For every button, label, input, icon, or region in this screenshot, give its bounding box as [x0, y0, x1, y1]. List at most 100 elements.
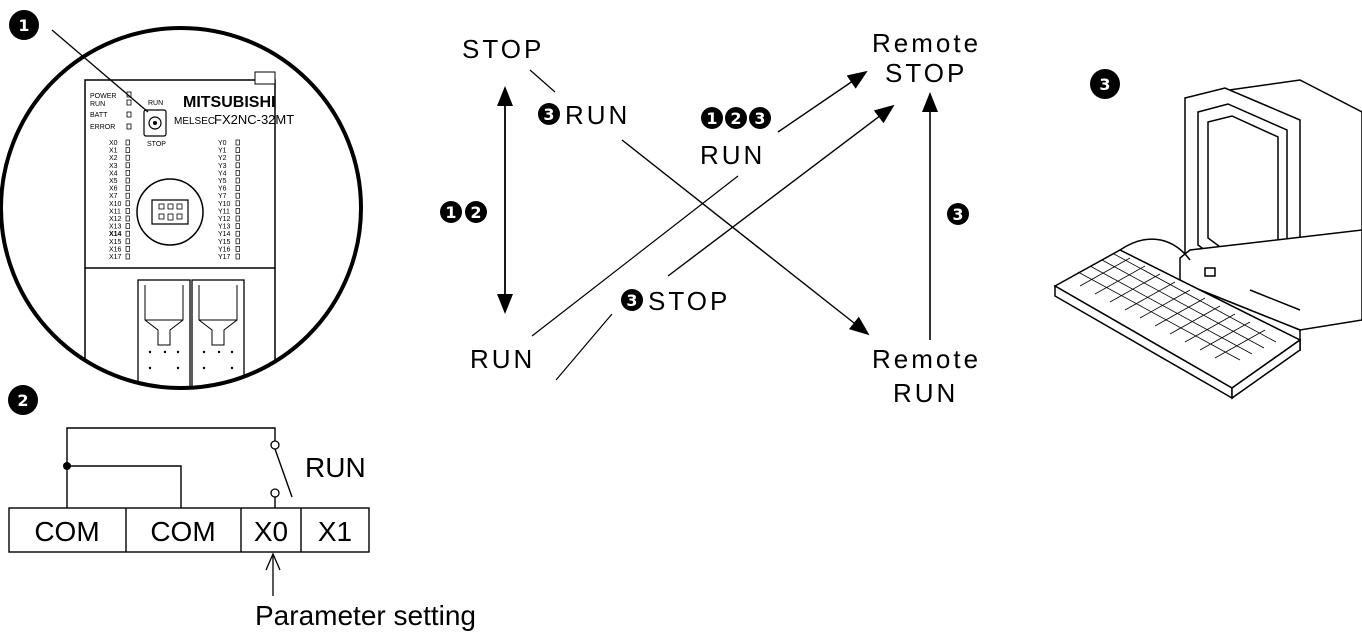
io-led	[125, 192, 130, 199]
io-led	[125, 147, 130, 153]
io-led	[235, 154, 240, 161]
state-remote-run-line1: Remote	[872, 344, 981, 374]
terminal-connectors	[137, 279, 245, 388]
io-led	[125, 170, 130, 176]
io-led-label: Y14	[218, 231, 231, 238]
io-led	[235, 177, 240, 184]
svg-text:3: 3	[754, 109, 765, 128]
io-led	[125, 162, 130, 169]
io-led	[125, 208, 130, 214]
io-led-label: X11	[109, 208, 121, 215]
arrow-run-remote-stop-lower	[667, 104, 895, 277]
io-led-label: X10	[109, 201, 122, 208]
io-led-label: Y15	[218, 239, 231, 246]
io-led-label: X5	[109, 178, 118, 185]
svg-text:1: 1	[18, 16, 29, 35]
io-led	[125, 177, 130, 184]
brand-logo-text: MITSUBISHI	[183, 94, 275, 111]
badge-3-run-label: 3	[538, 103, 560, 125]
arrow-stop-remote-run	[621, 139, 870, 336]
io-led-label: X7	[109, 193, 118, 200]
io-led-label: X12	[109, 216, 122, 223]
io-led	[125, 246, 130, 252]
run-stop-switch: RUN STOP	[143, 100, 167, 148]
wiring-diagram: RUN COM COM X0 X1 Parameter setting	[8, 427, 476, 631]
io-led-label: Y11	[218, 208, 230, 215]
io-led-label: Y7	[218, 193, 227, 200]
svg-text:3: 3	[1099, 75, 1110, 94]
io-led-label: Y6	[218, 186, 227, 193]
io-led-label: Y5	[218, 178, 227, 185]
io-led-label: Y17	[218, 254, 231, 261]
badge-3-computer: 3	[1090, 69, 1120, 99]
io-led	[235, 139, 240, 146]
io-led-label: X0	[109, 140, 118, 147]
badge-pair-1-2-vertical: 1 2	[440, 201, 487, 223]
io-led	[235, 170, 240, 176]
io-led-label: Y10	[218, 201, 231, 208]
computer-icon	[1053, 79, 1362, 400]
label-three-run: RUN	[565, 100, 630, 130]
io-led	[125, 215, 130, 222]
model-label: FX2NC-32MT	[214, 112, 294, 127]
label-one-two-three-run: RUN	[700, 140, 765, 170]
io-led	[125, 139, 130, 146]
io-led	[235, 246, 240, 252]
status-led-list: POWER RUN BATT ERROR	[90, 91, 132, 131]
io-led	[125, 230, 130, 237]
io-led	[235, 215, 240, 222]
io-led-label: X13	[109, 224, 122, 231]
io-led-label: X2	[109, 155, 118, 162]
io-led-label: X4	[109, 170, 118, 177]
state-run: RUN	[470, 344, 535, 374]
switch-run-label: RUN	[148, 100, 163, 107]
io-led-label: X1	[109, 148, 118, 155]
svg-text:1: 1	[445, 203, 456, 222]
io-led	[235, 162, 240, 169]
terminal-label: COM	[34, 516, 99, 547]
io-led	[235, 253, 240, 260]
series-label: MELSEC	[174, 116, 215, 127]
io-led-label: Y1	[218, 148, 227, 155]
label-three-stop: STOP	[648, 286, 730, 316]
svg-text:2: 2	[730, 109, 741, 128]
io-led	[235, 208, 240, 214]
io-led	[125, 253, 130, 260]
arrow-run-remote-stop-upper	[777, 70, 868, 133]
io-led	[235, 223, 240, 229]
io-led	[125, 154, 130, 161]
io-led-label: X16	[109, 246, 122, 253]
state-remote-run-line2: RUN	[893, 378, 958, 408]
badge-3-vertical-right: 3	[947, 203, 969, 225]
io-led	[235, 230, 240, 237]
badge-2-wiring: 2	[8, 385, 38, 415]
parameter-setting-text: Parameter setting	[255, 600, 476, 631]
terminal-label: X1	[318, 516, 352, 547]
io-led-label: X15	[109, 239, 122, 246]
io-led	[235, 238, 240, 245]
io-led	[235, 185, 240, 191]
badge-3-stop-label: 3	[621, 289, 643, 311]
led-label: BATT	[90, 112, 108, 119]
led-label: POWER	[90, 93, 116, 100]
io-led	[125, 185, 130, 191]
terminal-strip: COM COM X0 X1	[8, 507, 370, 553]
io-led	[125, 223, 130, 229]
io-led	[235, 192, 240, 199]
io-led	[125, 238, 130, 245]
switch-stop-label: STOP	[147, 141, 166, 148]
svg-text:2: 2	[17, 391, 28, 410]
badge-1-top-left: 1	[9, 10, 39, 40]
svg-text:3: 3	[543, 105, 554, 124]
terminal-label: X0	[254, 516, 288, 547]
io-led-label: Y16	[218, 246, 231, 253]
magnifier-circle	[0, 26, 363, 390]
io-led-label: Y12	[218, 216, 231, 223]
io-led-label: Y4	[218, 170, 227, 177]
led-label: ERROR	[90, 124, 115, 131]
io-led-label: Y13	[218, 224, 231, 231]
state-remote-stop-line2: STOP	[885, 58, 967, 88]
svg-text:1: 1	[706, 109, 717, 128]
